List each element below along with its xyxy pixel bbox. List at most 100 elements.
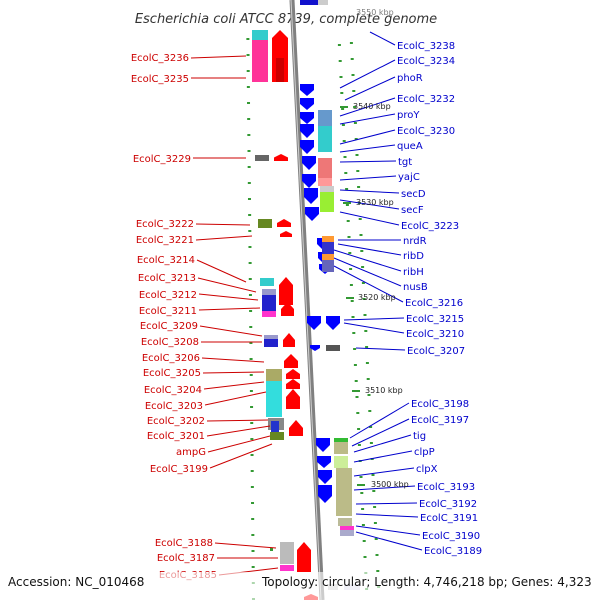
forward-arrow [274,154,288,161]
tick-dot [355,154,359,156]
leader-line [333,257,402,287]
leader-line [199,325,263,337]
tick-dot [357,186,361,188]
gene-label[interactable]: EcolC_3206 [142,353,200,364]
leader-line [198,293,259,301]
gene-label[interactable]: EcolC_3207 [407,346,465,357]
leader-line [209,443,273,469]
tick-dot [366,378,370,380]
feature-block [322,242,334,254]
gene-label[interactable]: EcolC_3209 [140,321,198,332]
tick-dot [248,278,252,280]
tick-dot [374,538,378,540]
gene-label[interactable]: tgt [398,157,412,168]
tick-dot [249,342,253,344]
gene-label[interactable]: EcolC_3212 [139,290,197,301]
tick-dot [345,188,349,190]
forward-arrow [281,302,294,316]
gene-label[interactable]: ribD [403,251,424,262]
gene-label[interactable]: EcolC_3202 [147,416,205,427]
gene-label[interactable]: EcolC_3222 [136,219,194,230]
tick-dot [355,396,359,398]
gene-label[interactable]: secF [401,205,424,216]
gene-label[interactable]: nrdR [403,236,427,247]
leader-line [206,425,271,437]
gene-label[interactable]: ribH [403,267,424,278]
gene-label[interactable]: EcolC_3235 [131,74,189,85]
gene-label[interactable]: EcolC_3216 [405,298,463,309]
tick-dot [250,486,254,488]
gene-label[interactable]: EcolC_3191 [420,513,478,524]
gene-label[interactable]: EcolC_3214 [137,255,195,266]
feature-block [260,278,274,286]
gene-label[interactable]: EcolC_3198 [411,399,469,410]
gene-label[interactable]: EcolC_3223 [401,221,459,232]
feature-block [320,186,334,212]
tick-dot [354,138,358,140]
gene-label[interactable]: EcolC_3210 [406,329,464,340]
leader-line [214,542,277,549]
gene-label[interactable]: EcolC_3213 [138,273,196,284]
gene-label[interactable]: EcolC_3199 [150,464,208,475]
gene-label[interactable]: proY [397,110,420,121]
leader-line [197,277,257,293]
gene-label[interactable]: nusB [403,282,428,293]
gene-label[interactable]: yajC [398,172,420,183]
leader-line [339,129,396,145]
tick-dot [361,508,365,510]
gene-label[interactable]: EcolC_3215 [406,314,464,325]
gene-label[interactable]: EcolC_3190 [422,531,480,542]
tick-dot [339,76,343,78]
gene-label[interactable]: EcolC_3188 [155,538,213,549]
leader-line [339,97,396,117]
tick-dot [341,108,345,110]
tick-dot [372,490,376,492]
gene-label[interactable]: EcolC_3208 [141,337,199,348]
tick-dot [249,390,253,392]
feature-block [264,335,278,339]
leader-line [355,525,421,536]
gene-label[interactable]: EcolC_3197 [411,415,469,426]
gene-label[interactable]: EcolC_3229 [133,154,191,165]
feature-block [322,236,334,242]
leader-line [195,223,251,226]
feature-block [262,289,276,317]
gene-label[interactable]: EcolC_3221 [136,235,194,246]
gene-label[interactable]: tig [413,431,426,442]
tick-dot [340,92,344,94]
gene-label[interactable]: phoR [397,73,423,84]
gene-label[interactable]: queA [397,141,423,152]
tick-dot [250,422,254,424]
gene-label[interactable]: EcolC_3205 [143,368,201,379]
gene-label[interactable]: EcolC_3189 [424,546,482,557]
gene-label[interactable]: EcolC_3201 [147,431,205,442]
gene-label[interactable]: EcolC_3211 [139,306,197,317]
gene-label[interactable]: clpX [416,464,438,475]
tick-dot [248,246,252,248]
tick-dot [250,454,254,456]
gene-label[interactable]: secD [401,189,426,200]
leader-line [339,59,396,89]
feature-block [276,58,284,82]
gene-label[interactable]: EcolC_3192 [419,499,477,510]
gene-label[interactable]: clpP [414,447,435,458]
gene-label[interactable]: EcolC_3236 [131,53,189,64]
gene-label[interactable]: EcolC_3238 [397,41,455,52]
feature-block [255,155,269,161]
gene-label[interactable]: EcolC_3234 [397,56,455,67]
reverse-arrow [300,98,314,110]
gene-label[interactable]: EcolC_3232 [397,94,455,105]
gene-label[interactable]: EcolC_3187 [157,553,215,564]
tick-dot [338,60,342,62]
gene-label[interactable]: ampG [176,447,206,458]
feature-block [252,30,268,82]
tick-dot [351,316,355,318]
tick-dot [249,326,253,328]
tick-dot [353,106,357,108]
tick-dot [371,474,375,476]
gene-label[interactable]: EcolC_3230 [397,126,455,137]
gene-label[interactable]: EcolC_3203 [145,401,203,412]
gene-label[interactable]: EcolC_3193 [417,482,475,493]
gene-label[interactable]: EcolC_3204 [144,385,202,396]
feature-block [318,126,332,136]
